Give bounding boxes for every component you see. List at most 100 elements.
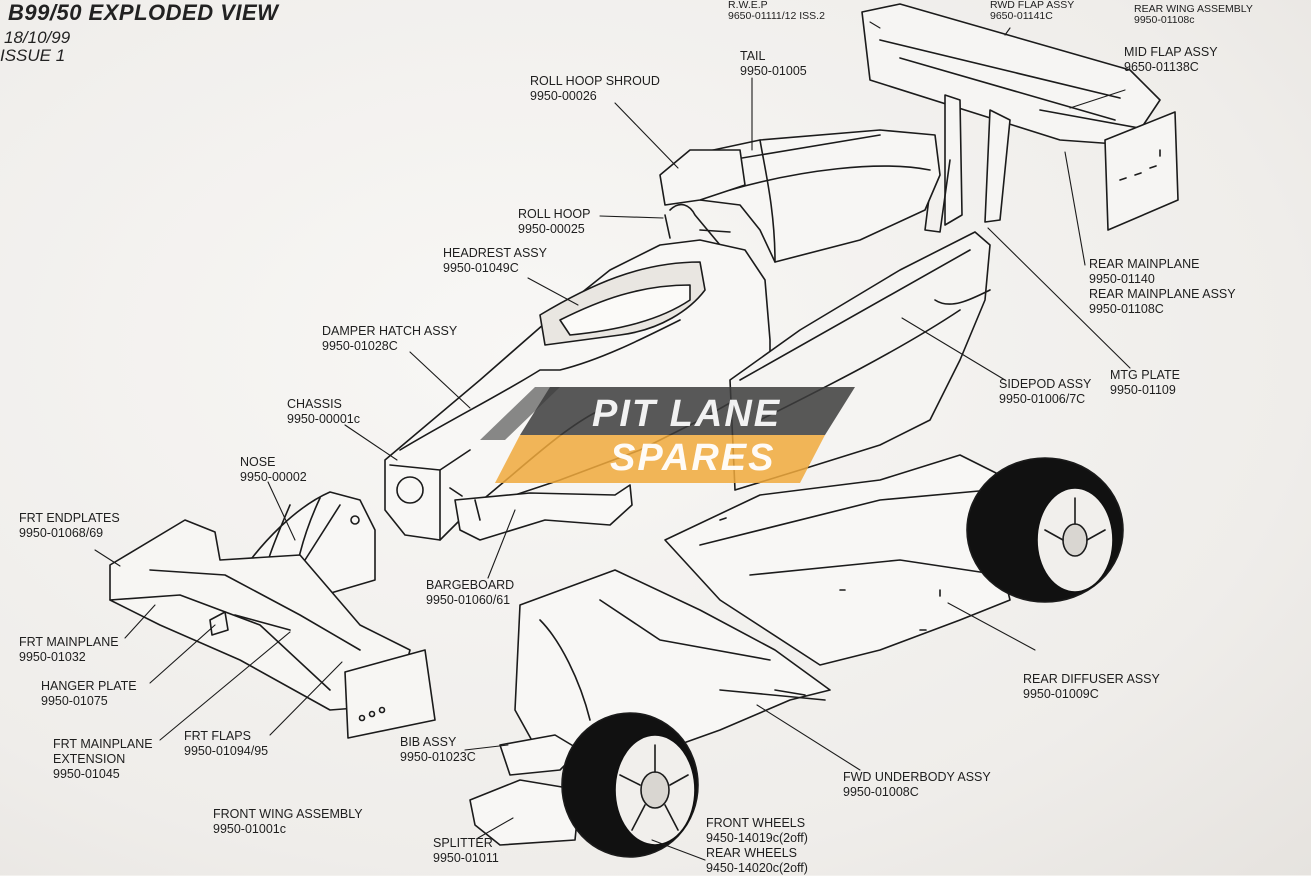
bib-splitter (469, 734, 581, 846)
label-rwep: R.W.E.P 9650-01111/12 ISS.2 (728, 0, 825, 22)
label-name: FRONT WING ASSEMBLY (213, 807, 363, 821)
label-chassis: CHASSIS 9950-00001c (287, 397, 360, 427)
label-part: 9950-01001c (213, 822, 286, 836)
label-part: 9950-01108C (1089, 302, 1164, 316)
rear-wing-assembly (861, 3, 1179, 233)
label-frt-mainplane: FRT MAINPLANE 9950-01032 (19, 635, 119, 665)
label-frt-mainplane-extension: FRT MAINPLANE EXTENSION 9950-01045 (53, 737, 153, 782)
drawing-title: B99/50 EXPLODED VIEW (8, 0, 279, 25)
label-part: 9950-01005 (740, 64, 807, 78)
label-splitter: SPLITTER 9950-01011 (433, 836, 499, 866)
label-name: REAR MAINPLANE (1089, 257, 1200, 271)
label-name: TAIL (740, 49, 766, 63)
label-bib: BIB ASSY 9950-01023C (400, 735, 476, 765)
label-rear-diffuser: REAR DIFFUSER ASSY 9950-01009C (1023, 672, 1160, 702)
label-name: BARGEBOARD (426, 578, 515, 592)
label-name: FRT MAINPLANE (19, 635, 119, 649)
label-name: FRONT WHEELS (706, 816, 806, 830)
label-part: 9950-01023C (400, 750, 476, 764)
label-name: REAR DIFFUSER ASSY (1023, 672, 1160, 686)
label-name: REAR MAINPLANE ASSY (1089, 287, 1236, 301)
label-part: 9950-00001c (287, 412, 360, 426)
label-part: 9950-01032 (19, 650, 86, 664)
rear-wheel (966, 457, 1124, 603)
label-name: DAMPER HATCH ASSY (322, 324, 458, 338)
watermark-line1: PIT LANE (592, 393, 782, 435)
label-part: 9950-01140 (1089, 272, 1155, 286)
label-rear-wheels: REAR WHEELS 9450-14020c(2off) (706, 846, 808, 876)
label-part: 9950-01108c (1134, 14, 1195, 26)
label-part: 9950-00002 (240, 470, 307, 484)
label-part: 9450-14020c(2off) (706, 861, 808, 875)
label-part: 9950-01075 (41, 694, 108, 708)
label-frt-flaps: FRT FLAPS 9950-01094/95 (184, 729, 268, 759)
label-rwd-flap: RWD FLAP ASSY 9650-01141C (990, 0, 1074, 22)
label-part: 9950-01006/7C (999, 392, 1086, 406)
pit-lane-spares-watermark: PIT LANE SPARES (480, 385, 860, 485)
label-part: 9950-01011 (433, 851, 499, 865)
label-name: FRT FLAPS (184, 729, 251, 743)
label-part: 9950-00026 (530, 89, 597, 103)
label-rear-wing: REAR WING ASSEMBLY 9950-01108c (1134, 4, 1253, 26)
rear-diffuser (664, 454, 1011, 666)
front-wing-assembly (109, 519, 436, 739)
label-nose: NOSE 9950-00002 (240, 455, 307, 485)
label-sidepod: SIDEPOD ASSY 9950-01006/7C (999, 377, 1091, 407)
label-part: 9950-01094/95 (184, 744, 269, 758)
label-front-wheels: FRONT WHEELS 9450-14019c(2off) (706, 816, 808, 846)
label-name: HANGER PLATE (41, 679, 137, 693)
watermark-logo (480, 387, 855, 483)
label-name: FRT ENDPLATES (19, 511, 120, 525)
drawing-date: 18/10/99 (4, 28, 71, 47)
label-name: REAR WHEELS (706, 846, 797, 860)
label-part: 9950-01008C (843, 785, 919, 799)
label-name: MTG PLATE (1110, 368, 1180, 382)
label-name: ROLL HOOP SHROUD (530, 74, 660, 88)
label-roll-hoop-shroud: ROLL HOOP SHROUD 9950-00026 (530, 74, 660, 104)
drawing-issue: ISSUE 1 (0, 46, 66, 65)
leader-lines (94, 21, 1131, 861)
label-name: MID FLAP ASSY (1124, 45, 1218, 59)
roll-hoop (664, 203, 731, 246)
label-tail: TAIL 9950-01005 (740, 49, 807, 79)
label-rear-mainplane-assy: REAR MAINPLANE ASSY 9950-01108C (1089, 287, 1236, 317)
label-rear-mainplane: REAR MAINPLANE 9950-01140 (1089, 257, 1199, 287)
label-part: 9950-01068/69 (19, 526, 104, 540)
label-fwd-underbody: FWD UNDERBODY ASSY 9950-01008C (843, 770, 991, 800)
label-name: BIB ASSY (400, 735, 457, 749)
label-name: RWD FLAP ASSY (990, 0, 1075, 11)
label-name: HEADREST ASSY (443, 246, 547, 260)
label-name: CHASSIS (287, 397, 342, 411)
label-frt-endplates: FRT ENDPLATES 9950-01068/69 (19, 511, 120, 541)
label-part: 9950-01028C (322, 339, 398, 353)
label-headrest: HEADREST ASSY 9950-01049C (443, 246, 547, 276)
label-part: 9450-14019c(2off) (706, 831, 808, 845)
label-name: REAR WING ASSEMBLY (1134, 3, 1253, 15)
label-part: 9950-01109 (1110, 383, 1176, 397)
label-mtg-plate: MTG PLATE 9950-01109 (1110, 368, 1180, 398)
label-name: FWD UNDERBODY ASSY (843, 770, 991, 784)
front-wheel (561, 712, 699, 858)
label-front-wing: FRONT WING ASSEMBLY 9950-01001c (213, 807, 363, 837)
label-name: NOSE (240, 455, 276, 469)
label-name: R.W.E.P (728, 0, 768, 11)
watermark-line2: SPARES (610, 437, 776, 479)
label-name: FRT MAINPLANE (53, 737, 153, 751)
label-part: 9650-01138C (1124, 60, 1199, 74)
label-damper-hatch: DAMPER HATCH ASSY 9950-01028C (322, 324, 457, 354)
label-name: SIDEPOD ASSY (999, 377, 1092, 391)
bargeboard (449, 484, 633, 541)
label-part: 9950-01045 (53, 767, 120, 781)
label-part: 9950-01060/61 (426, 593, 511, 607)
label-part: 9950-01049C (443, 261, 519, 275)
label-name: ROLL HOOP (518, 207, 591, 221)
label-part: 9950-00025 (518, 222, 585, 236)
tail-engine-cover (659, 129, 941, 263)
label-bargeboard: BARGEBOARD 9950-01060/61 (426, 578, 514, 608)
label-hanger-plate: HANGER PLATE 9950-01075 (41, 679, 137, 709)
label-roll-hoop: ROLL HOOP 9950-00025 (518, 207, 590, 237)
label-name: SPLITTER (433, 836, 493, 850)
label-name2: EXTENSION (53, 752, 126, 766)
